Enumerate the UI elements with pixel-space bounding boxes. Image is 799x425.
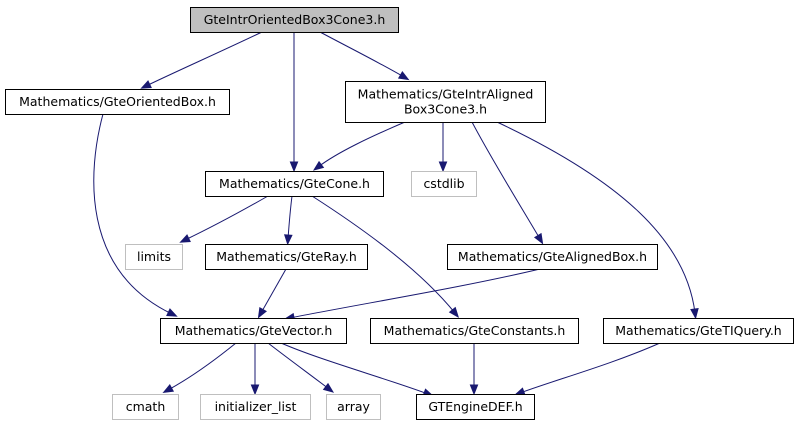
node-label: Mathematics/GteCone.h <box>219 176 370 191</box>
arrowhead-icon <box>179 234 191 243</box>
node-root[interactable]: GteIntrOrientedBox3Cone3.h <box>190 7 399 33</box>
node-box <box>603 318 794 344</box>
edge-vector-to-cmath <box>162 342 237 394</box>
node-box <box>205 171 384 197</box>
edge-line <box>289 268 541 319</box>
node-ray[interactable]: Mathematics/GteRay.h <box>205 244 368 270</box>
node-box <box>190 7 399 33</box>
node-box <box>112 394 179 420</box>
edge-line <box>167 342 237 391</box>
arrowhead-icon <box>162 384 175 394</box>
node-box <box>200 394 311 420</box>
node-constants[interactable]: Mathematics/GteConstants.h <box>370 318 579 344</box>
edge-line <box>260 268 287 314</box>
node-label: GteIntrOrientedBox3Cone3.h <box>204 12 386 27</box>
node-cmath: cmath <box>112 394 179 420</box>
node-initlist: initializer_list <box>200 394 311 420</box>
edge-tiquery-to-enginedef <box>514 342 661 396</box>
edge-alignedcone-to-tiquery <box>496 121 699 320</box>
arrowhead-icon <box>250 384 260 396</box>
node-label: initializer_list <box>215 399 297 414</box>
node-label: Mathematics/GteTIQuery.h <box>615 323 781 338</box>
edge-alignedbox-to-vector <box>283 268 541 322</box>
edge-line <box>280 342 429 395</box>
edge-line <box>287 195 293 240</box>
arrowhead-icon <box>312 160 325 171</box>
edge-vector-to-initlist <box>250 343 260 396</box>
edge-line <box>267 342 330 390</box>
arrowhead-icon <box>397 70 410 81</box>
edge-alignedcone-to-cone <box>312 121 406 171</box>
node-box <box>160 318 347 344</box>
nodes-layer: GteIntrOrientedBox3Cone3.hMathematics/Gt… <box>5 7 794 420</box>
arrowhead-icon <box>289 161 299 173</box>
node-label: Mathematics/GteAlignedBox.h <box>458 249 647 264</box>
node-box <box>345 81 546 123</box>
edge-cone-to-ray <box>283 195 293 246</box>
arrowhead-icon <box>140 80 152 89</box>
node-label: limits <box>137 249 171 264</box>
edge-line <box>317 121 406 168</box>
arrowhead-icon <box>469 384 479 396</box>
edge-line <box>519 342 661 394</box>
node-label: array <box>337 399 370 414</box>
node-box <box>205 244 368 270</box>
node-box <box>411 171 477 197</box>
node-tiquery[interactable]: Mathematics/GteTIQuery.h <box>603 318 794 344</box>
node-box <box>326 394 381 420</box>
arrowhead-icon <box>533 232 544 245</box>
edge-line <box>311 195 456 314</box>
node-orientedbox[interactable]: Mathematics/GteOrientedBox.h <box>5 89 230 115</box>
node-label: cmath <box>126 399 166 414</box>
edge-alignedcone-to-alignedbox <box>471 121 544 245</box>
edge-root-to-orientedbox <box>140 31 263 89</box>
edge-line <box>184 195 269 241</box>
edge-line <box>93 113 173 315</box>
edge-line <box>471 121 541 240</box>
edge-ray-to-vector <box>257 268 287 319</box>
node-label: Mathematics/GteConstants.h <box>384 323 566 338</box>
node-label: Box3Cone3.h <box>404 102 487 117</box>
node-cone[interactable]: Mathematics/GteCone.h <box>205 171 384 197</box>
arrowhead-icon <box>322 382 335 393</box>
edge-cone-to-constants <box>311 195 460 318</box>
node-box <box>5 89 230 115</box>
node-box <box>416 394 535 420</box>
node-box <box>447 244 658 270</box>
edge-alignedcone-to-cstdlib <box>438 122 448 173</box>
edge-root-to-alignedcone <box>319 31 410 81</box>
node-label: Mathematics/GteOrientedBox.h <box>19 94 216 109</box>
node-vector[interactable]: Mathematics/GteVector.h <box>160 318 347 344</box>
node-box <box>370 318 579 344</box>
arrowhead-icon <box>283 234 293 246</box>
node-label: Mathematics/GteVector.h <box>175 323 333 338</box>
arrowhead-icon <box>448 306 460 318</box>
edge-constants-to-enginedef <box>469 343 479 396</box>
edge-line <box>145 31 263 87</box>
arrowhead-icon <box>690 308 699 320</box>
node-label: Mathematics/GteIntrAligned <box>358 87 534 102</box>
arrowhead-icon <box>514 387 526 396</box>
node-label: GTEngineDEF.h <box>428 399 522 414</box>
edge-line <box>319 31 405 78</box>
edge-cone-to-limits <box>179 195 269 243</box>
arrowhead-icon <box>438 161 448 173</box>
node-label: Mathematics/GteRay.h <box>216 249 357 264</box>
node-limits: limits <box>125 244 183 270</box>
edge-vector-to-array <box>267 342 335 393</box>
arrowhead-icon <box>166 308 178 317</box>
edge-line <box>496 121 696 314</box>
node-enginedef[interactable]: GTEngineDEF.h <box>416 394 535 420</box>
node-alignedbox[interactable]: Mathematics/GteAlignedBox.h <box>447 244 658 270</box>
node-box <box>125 244 183 270</box>
node-array: array <box>326 394 381 420</box>
arrowhead-icon <box>257 306 267 319</box>
node-label: cstdlib <box>423 176 464 191</box>
node-cstdlib: cstdlib <box>411 171 477 197</box>
edge-root-to-cone <box>289 31 299 173</box>
edge-orientedbox-to-vector <box>93 113 178 317</box>
